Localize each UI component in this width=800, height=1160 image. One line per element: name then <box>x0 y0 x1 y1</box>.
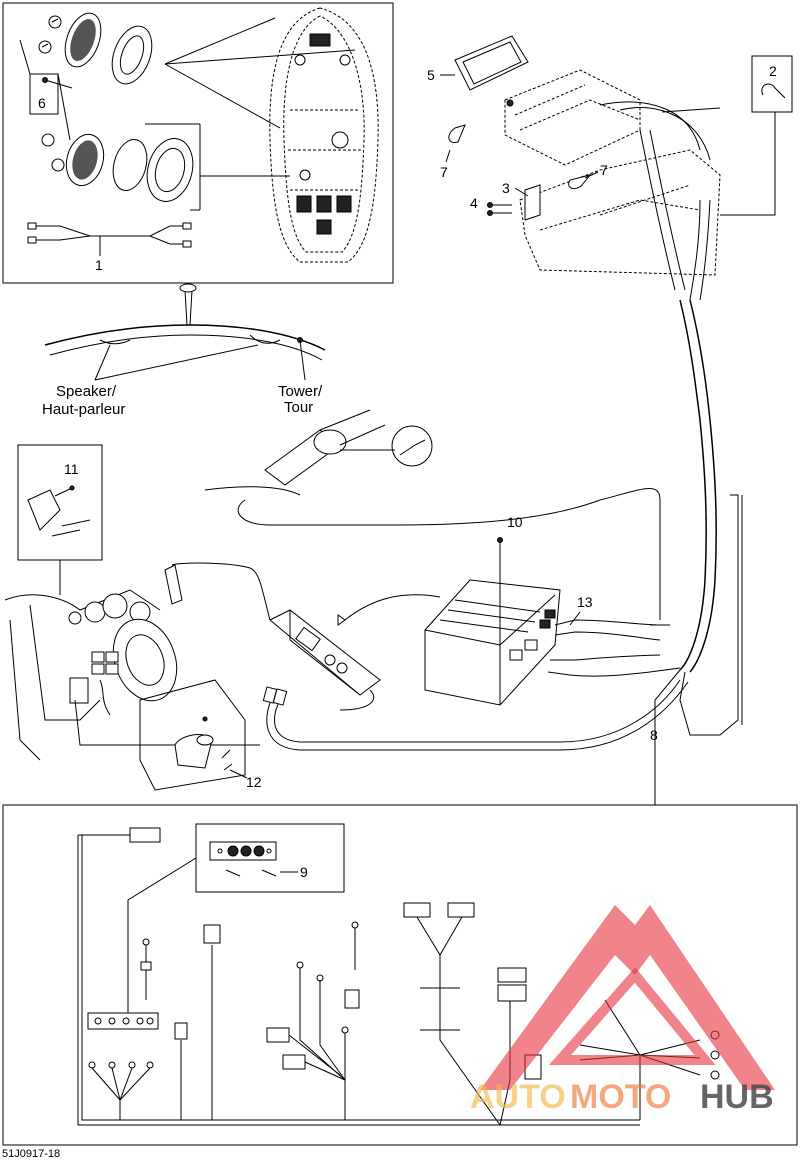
callout-6: 6 <box>38 95 46 111</box>
callout-1: 1 <box>95 257 103 273</box>
tower-speaker-wiring: Speaker/ Haut-parleur Tower/ Tour <box>42 283 326 418</box>
callout-4: 4 <box>470 195 478 211</box>
cable-tie-7-left: 7 <box>440 124 466 180</box>
callout-7-left: 7 <box>440 164 448 180</box>
speaker-label-line2: Haut-parleur <box>42 401 125 418</box>
watermark-triangle-logo <box>480 905 775 1090</box>
callout-9: 9 <box>300 864 308 880</box>
screws-4: 4 <box>470 195 512 216</box>
dashboard-console <box>4 589 260 761</box>
amplifier: 10 13 <box>424 514 681 706</box>
watermark-text-hub: HUB <box>700 1078 774 1116</box>
callout-12-detail: 12 <box>139 679 262 791</box>
callout-9-group: 9 <box>127 823 345 1020</box>
dash-connector-cable <box>164 562 271 621</box>
rca-cables <box>262 679 689 751</box>
tower-label-line2: Tour <box>284 399 313 416</box>
callout-7-right: 7 <box>600 162 608 178</box>
cable-tie-7-right: 7 <box>568 162 608 190</box>
callout-3: 3 <box>502 180 510 196</box>
speaker-label-line1: Speaker/ <box>56 383 117 400</box>
speaker-wire-harness-1: 1 <box>27 222 192 273</box>
callout-11: 11 <box>64 461 79 477</box>
remote-control-unit <box>269 594 441 711</box>
trim-ring-5: 5 <box>427 35 529 91</box>
callout-10: 10 <box>507 514 523 530</box>
mounting-bracket-3: 3 <box>502 180 541 221</box>
main-wire-harness-8: 8 <box>650 299 743 805</box>
stereo-head-unit-assembly: 5 3 4 7 <box>427 35 793 301</box>
small-speaker-upper <box>64 12 153 85</box>
tower-label-line1: Tower/ <box>278 383 323 400</box>
watermark-triangle-inner <box>548 967 716 1065</box>
callout-6-group: 6 <box>19 39 71 141</box>
tower-tube-detail <box>204 409 670 626</box>
callout-2-group: 2 <box>720 55 793 216</box>
callout-5: 5 <box>427 67 435 83</box>
callout-12: 12 <box>246 774 262 790</box>
small-speaker-lower <box>41 133 194 202</box>
watermark-text-moto: MOTO <box>570 1078 671 1116</box>
screw-group-upper <box>38 15 73 89</box>
speaker-inset-panel: 6 1 <box>2 2 394 284</box>
boat-hull-top-view <box>269 7 379 263</box>
callout-8: 8 <box>650 727 658 743</box>
callout-2: 2 <box>769 63 777 79</box>
automotohub-watermark: AUTO MOTO HUB <box>470 905 775 1116</box>
reference-code: 51J0917-18 <box>2 1148 60 1160</box>
callout-13: 13 <box>577 594 593 610</box>
watermark-text-auto: AUTO <box>470 1078 566 1116</box>
callout-11-group: 11 <box>17 444 103 595</box>
